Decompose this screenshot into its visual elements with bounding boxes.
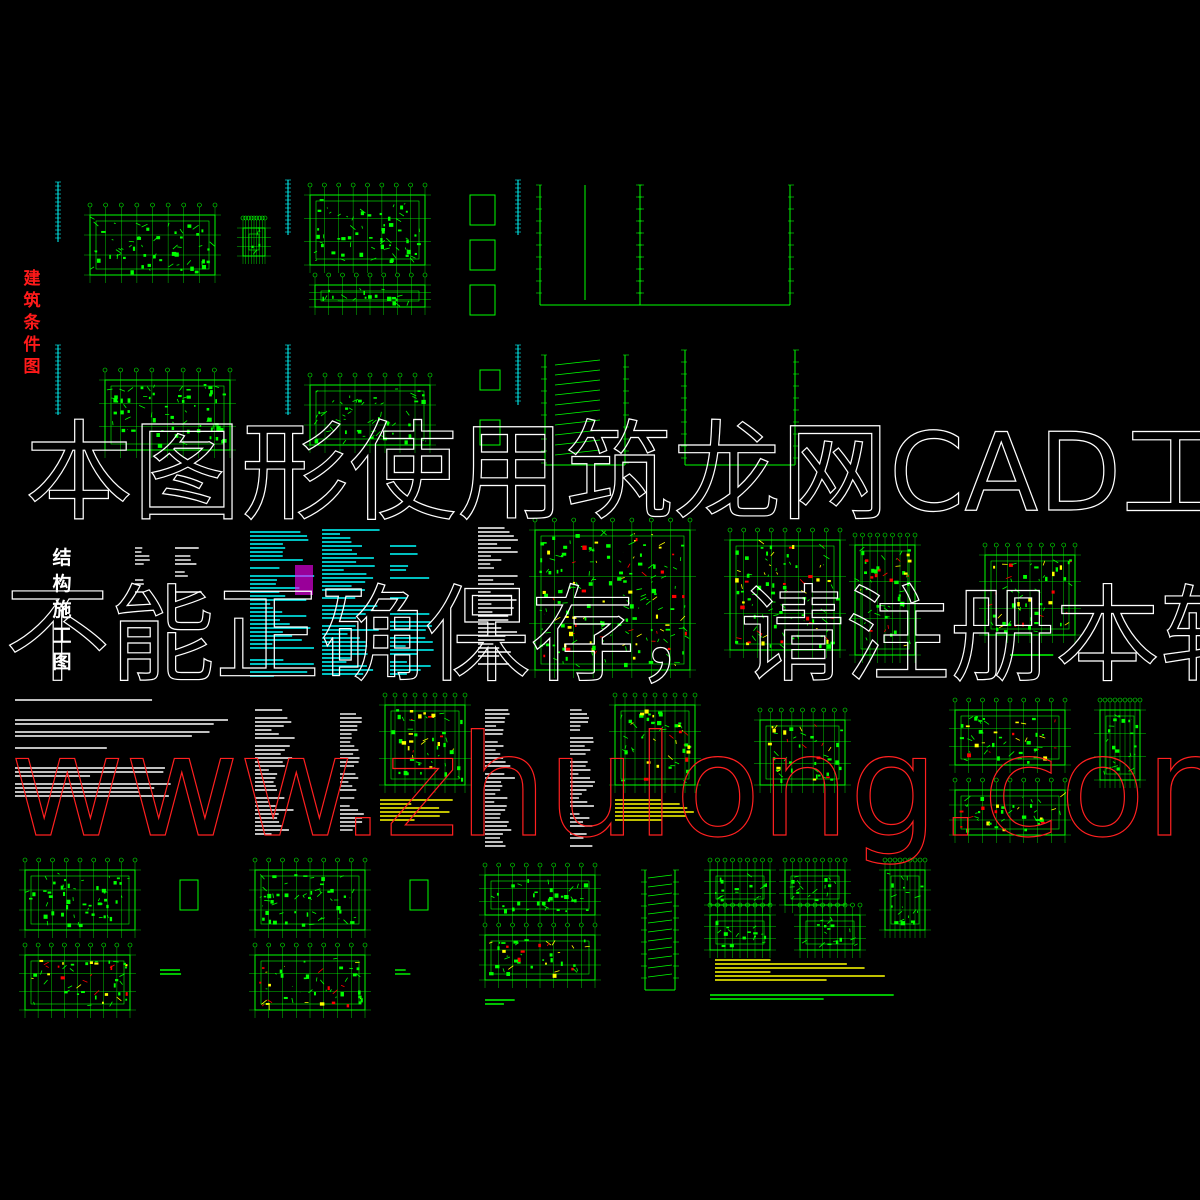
struct-section-2: [641, 869, 679, 991]
struct-notes-2: [250, 531, 315, 677]
struct-detail-2: [379, 692, 471, 821]
watermark-line-1: 本图形使用筑龙网CAD工具箱: [25, 411, 1200, 536]
struct-detail-3: [609, 692, 701, 821]
struct-plan-1: [724, 527, 846, 658]
watermark-layer: 本图形使用筑龙网CAD工具箱不能正确保存，请注册本软件www.zhulong.c…: [4, 410, 1200, 869]
arch-elevation-3: [681, 349, 799, 466]
struct-plan-6: [19, 857, 199, 1018]
structure-construction-label: 结构施工图: [52, 547, 72, 673]
struct-detail-5: [704, 857, 885, 981]
arch-section-1: [541, 354, 629, 466]
arch-detail-1: [469, 179, 521, 316]
struct-plan-5: [949, 697, 1071, 843]
watermark-url: www.zhulong.com: [10, 706, 1200, 869]
arch-detail-2: [479, 344, 521, 446]
struct-table-2: [485, 709, 595, 847]
struct-detail-6: [879, 857, 931, 938]
arch-plan-4: [285, 344, 436, 453]
struct-plan-2: [849, 532, 921, 663]
struct-notes-1: [135, 547, 202, 593]
architecture-conditions-label: 建筑条件图: [23, 269, 41, 377]
struct-plan-8: [479, 862, 601, 988]
watermark-line-2: 不能正确保存，请注册本软件: [5, 575, 1200, 697]
struct-table-1: [255, 709, 364, 835]
title-stamps: [160, 969, 894, 1005]
drawing-sheets: [15, 179, 1146, 1018]
struct-detail-4: [1094, 697, 1146, 788]
struct-plan-7: [249, 857, 429, 1018]
arch-plan-2: [285, 179, 431, 315]
struct-detail-1: [529, 517, 696, 678]
struct-plan-3: [979, 542, 1081, 656]
arch-elevation-1: [536, 184, 644, 306]
arch-plan-1: [55, 181, 271, 283]
struct-notes-4: [478, 527, 518, 665]
struct-plan-4: [754, 707, 851, 793]
struct-notes-3: [322, 529, 434, 675]
arch-plan-3: [55, 344, 236, 458]
arch-elevation-2: [636, 184, 794, 306]
struct-beam-detail-1: [15, 699, 228, 797]
